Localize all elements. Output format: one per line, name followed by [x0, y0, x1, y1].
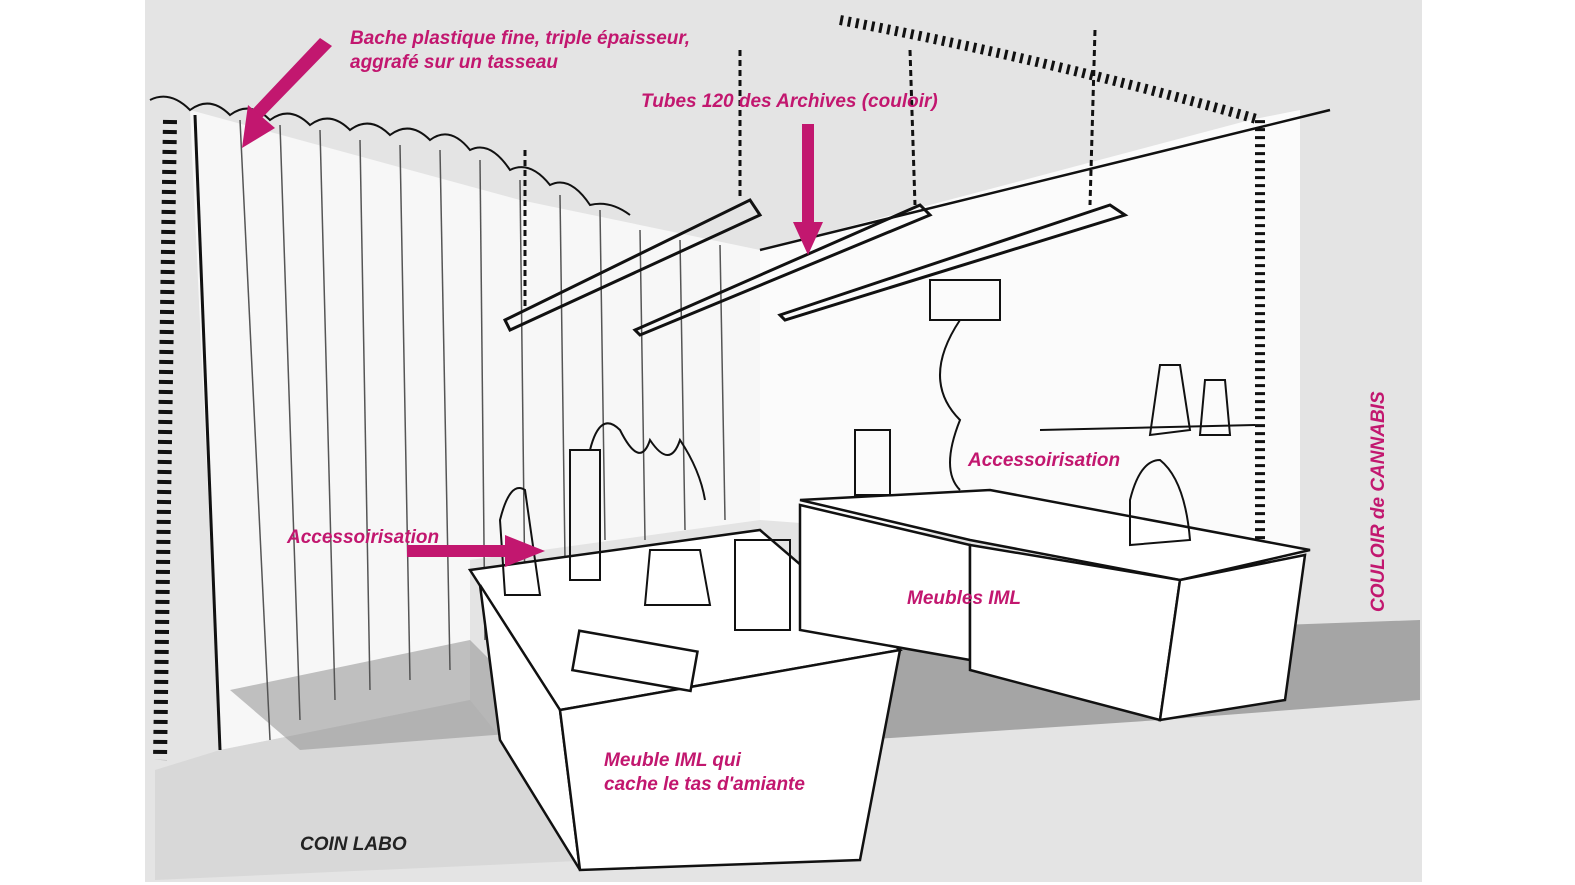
label-bache-line2: aggrafé sur un tasseau: [350, 52, 559, 73]
arrow-tubes: [793, 124, 823, 255]
label-meuble-iml-line1: Meuble IML qui: [604, 750, 741, 771]
label-tubes: Tubes 120 des Archives (couloir): [641, 91, 938, 112]
curtain-folds: [149, 95, 726, 751]
floor-shadow: [155, 700, 600, 880]
label-meubles-iml: Meubles IML: [907, 588, 1022, 609]
ceiling-duct: [759, 15, 1331, 600]
label-meuble-iml-line2: cache le tas d'amiante: [604, 774, 805, 795]
label-bache-line1: Bache plastique fine, triple épaisseur,: [350, 28, 691, 49]
left-hatching: [153, 119, 177, 761]
floor-dark-left: [230, 640, 560, 750]
lab-accessories: [498, 279, 1256, 631]
label-couloir: COULOIR de CANNABIS: [1368, 391, 1389, 612]
label-accessoirisation-right: Accessoirisation: [968, 450, 1121, 471]
label-coin-labo: COIN LABO: [300, 834, 407, 855]
arrow-bache: [242, 38, 332, 148]
furniture: [467, 488, 1311, 872]
light-tubes: [502, 29, 1129, 337]
arrow-accessoirisation: [407, 535, 545, 567]
annotation-arrows: [242, 38, 823, 567]
label-accessoirisation-left: Accessoirisation: [287, 527, 440, 548]
back-wall: [760, 110, 1300, 560]
